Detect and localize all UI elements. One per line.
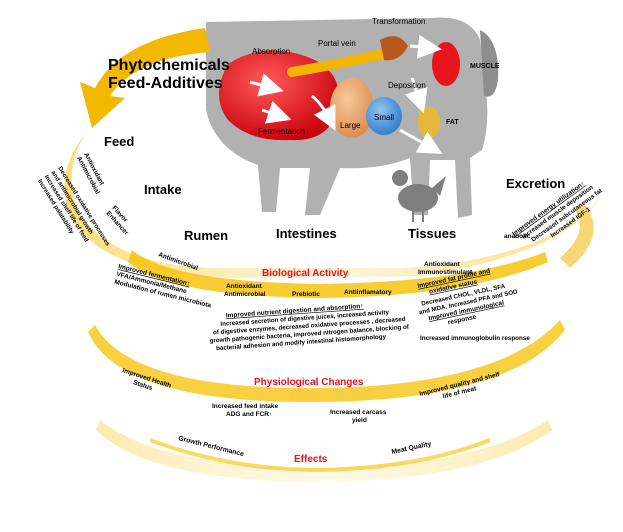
effect-meat-quality: Meat Quality [391,441,432,456]
label-large: Large [340,121,361,130]
title-line2: Feed-Additives [108,75,223,92]
physio-tissues-immunoglobulin: Increased immunoglobulin response [420,335,530,342]
physiological-changes-arc [88,320,565,403]
portal-vein [287,47,395,77]
stage-feed: Feed [104,134,134,149]
excretion-arc [560,205,594,268]
label-deposition: Deposition [388,81,426,90]
stage-intestines: Intestines [276,226,337,241]
label-muscle: MUSCLE [470,63,500,70]
chicken-silhouette [392,170,446,222]
band-title-effects: Effects [294,454,328,465]
bio-antiinflamatory: Antiinflamatory [344,289,392,296]
biological-activity-arc [128,250,548,298]
effect-carcass-2: yield [352,417,367,424]
effects-arc [96,420,552,482]
digestive-organs [219,34,460,154]
feed-effects: Antioxidant Antimicrobial [75,152,105,196]
feed-cycle-arrow [80,28,210,128]
bio-immunostimulant: Immunostimulant [418,269,473,276]
label-portal-vein: Portal vein [318,39,356,48]
label-transformation: Transformation [372,17,426,26]
bio-prebiotic: Prebiotic [292,291,320,298]
stage-rumen: Rumen [184,228,228,243]
effects-arc-inner [149,438,491,473]
effect-feed-intake-1: Increased feed intake [212,403,278,410]
label-small: Small [374,113,394,122]
stage-excretion: Excretion [506,176,565,191]
physio-intestines: Improved nutrient digestion and absorpti… [209,303,410,352]
bio-anabolic: anabolic [504,233,531,240]
label-absorption: Absorption [252,47,290,56]
title-line1: Phytochemicals [108,57,230,74]
stage-tissues: Tissues [408,226,456,241]
intake-effects: Flavor Enhancer [105,205,130,237]
bio-antimicrobial: Antimicrobial [224,291,266,298]
band-title-biological-activity: Biological Activity [262,268,349,279]
effect-growth: Growth Performance [178,435,245,458]
muscle-organ [432,42,460,86]
effect-feed-intake-2: ADG and FCR↑ [226,411,272,418]
effect-carcass-1: Increased carcass [330,409,387,416]
label-fermentation: Fermentation [258,127,305,136]
large-intestine-organ [330,78,374,138]
small-intestine-organ [366,97,402,135]
stage-intake: Intake [144,182,182,197]
band-title-physiological-changes: Physiological Changes [254,377,364,388]
bio-antioxidant-tissues: Antioxidant [424,261,461,268]
liver-organ [380,36,408,61]
bio-antioxidant: Antioxidant [226,283,263,290]
label-fat: FAT [446,119,459,126]
fat-organ [418,106,440,139]
